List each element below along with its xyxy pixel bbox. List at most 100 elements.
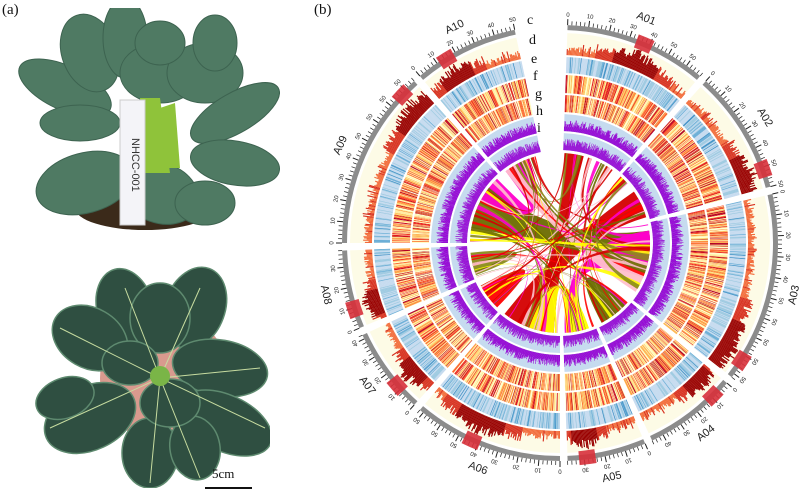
- track-label-g: g: [535, 87, 542, 102]
- track-label-c: c: [527, 13, 533, 28]
- svg-text:0: 0: [347, 329, 354, 335]
- synteny-links: [470, 153, 650, 333]
- svg-text:20: 20: [603, 462, 611, 469]
- centromere-marker: [461, 430, 483, 451]
- svg-text:10: 10: [624, 456, 633, 464]
- svg-text:40: 40: [760, 139, 769, 148]
- svg-text:20: 20: [608, 18, 617, 26]
- svg-text:50: 50: [355, 132, 364, 141]
- svg-text:50: 50: [769, 318, 777, 327]
- svg-text:50: 50: [430, 428, 439, 437]
- svg-text:40: 40: [663, 439, 672, 448]
- centromere-marker: [345, 299, 364, 320]
- ideogram-A03: [727, 193, 778, 378]
- svg-text:10: 10: [723, 85, 732, 94]
- centromere-marker: [391, 84, 414, 106]
- centromere-marker: [730, 349, 752, 372]
- scale-bar-label: 5cm: [212, 466, 235, 481]
- centromere-marker: [753, 158, 773, 180]
- svg-text:20: 20: [512, 462, 520, 469]
- svg-text:20: 20: [699, 415, 708, 424]
- chromosome-label-A01: A01: [635, 10, 658, 28]
- svg-text:20: 20: [333, 194, 340, 202]
- circos-tracks: [350, 33, 770, 453]
- svg-text:50: 50: [412, 415, 421, 424]
- svg-text:0: 0: [566, 13, 570, 19]
- chromosome-label-A03: A03: [786, 284, 800, 306]
- svg-text:40: 40: [487, 22, 496, 30]
- svg-text:20: 20: [737, 102, 746, 111]
- svg-text:0: 0: [330, 241, 336, 245]
- plant-top-view-photo: [35, 266, 270, 488]
- svg-text:50: 50: [769, 159, 777, 168]
- svg-text:20: 20: [784, 232, 790, 240]
- svg-text:50: 50: [379, 95, 388, 104]
- centromere-marker: [435, 48, 458, 70]
- track-label-i: i: [537, 121, 541, 136]
- ideogram-A07: [362, 333, 418, 406]
- chromosome-label-A10: A10: [443, 18, 466, 37]
- centromere-marker: [633, 34, 655, 54]
- svg-text:0: 0: [646, 449, 652, 456]
- svg-text:40: 40: [351, 338, 360, 347]
- track-label-e: e: [531, 52, 537, 67]
- svg-text:0: 0: [778, 190, 785, 195]
- svg-text:10: 10: [782, 210, 789, 218]
- svg-text:30: 30: [338, 173, 346, 182]
- svg-text:30: 30: [362, 357, 371, 366]
- svg-text:0: 0: [558, 467, 562, 473]
- svg-text:50: 50: [776, 180, 784, 189]
- svg-text:50: 50: [394, 78, 403, 87]
- scale-bar: [205, 487, 252, 489]
- svg-text:40: 40: [346, 152, 354, 161]
- svg-text:0: 0: [730, 386, 737, 393]
- track-label-f: f: [533, 69, 538, 84]
- ideogram-A04: [650, 379, 727, 441]
- svg-text:50: 50: [760, 338, 769, 347]
- svg-text:20: 20: [334, 286, 341, 294]
- svg-text:40: 40: [781, 275, 788, 283]
- svg-text:10: 10: [586, 14, 594, 21]
- svg-text:30: 30: [750, 120, 759, 129]
- svg-text:30: 30: [466, 30, 475, 38]
- svg-text:10: 10: [715, 401, 724, 410]
- svg-text:30: 30: [681, 428, 690, 437]
- track-label-d: d: [529, 33, 536, 48]
- svg-text:50: 50: [688, 54, 697, 63]
- svg-text:20: 20: [374, 375, 383, 384]
- svg-text:10: 10: [339, 307, 347, 316]
- svg-text:30: 30: [581, 466, 589, 473]
- svg-text:10: 10: [330, 217, 337, 225]
- svg-text:50: 50: [776, 297, 784, 306]
- svg-text:50: 50: [750, 357, 759, 366]
- svg-text:50: 50: [509, 17, 517, 24]
- svg-text:10: 10: [534, 466, 542, 473]
- svg-text:10: 10: [387, 392, 396, 401]
- track-label-h: h: [536, 104, 543, 119]
- svg-text:0: 0: [411, 65, 418, 72]
- centromere-marker: [386, 374, 408, 396]
- chromosome-label-A05: A05: [601, 469, 623, 485]
- svg-text:0: 0: [404, 408, 411, 415]
- svg-text:30: 30: [784, 254, 790, 262]
- panel-a-label: (a): [2, 2, 19, 18]
- ideogram-A10: [419, 29, 516, 80]
- svg-text:20: 20: [446, 39, 455, 48]
- svg-text:30: 30: [490, 457, 499, 465]
- centromere-marker: [702, 385, 724, 407]
- svg-text:NHCC-001: NHCC-001: [129, 138, 141, 192]
- panel-b-label: (b): [314, 2, 332, 18]
- chromosome-label-A08: A08: [318, 284, 334, 306]
- svg-text:50: 50: [737, 375, 746, 384]
- chromosome-label-A04: A04: [695, 423, 718, 444]
- svg-text:40: 40: [469, 449, 478, 457]
- ideogram-A08: [342, 250, 364, 329]
- svg-text:40: 40: [649, 32, 658, 40]
- svg-text:50: 50: [669, 42, 678, 51]
- ideogram-A01: [567, 25, 701, 80]
- chromosome-label-A07: A07: [357, 374, 378, 397]
- svg-text:10: 10: [427, 51, 436, 60]
- plant-side-view-photo: NHCC-001: [18, 8, 280, 230]
- svg-text:30: 30: [629, 24, 638, 32]
